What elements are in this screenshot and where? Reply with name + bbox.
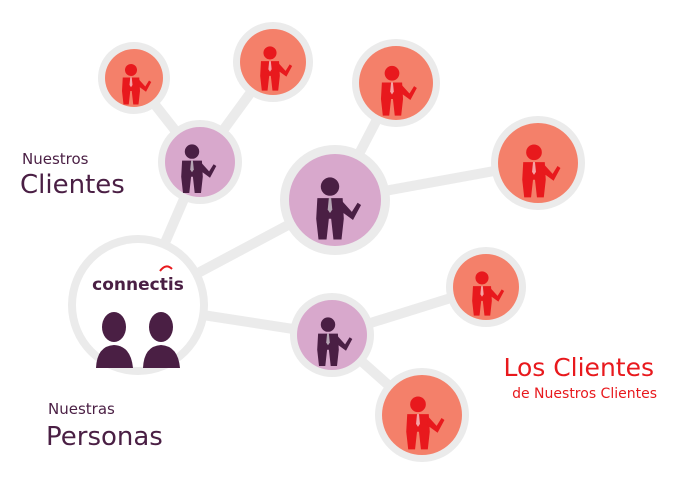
end-client-node-5 — [446, 247, 526, 327]
label-nuestras: Nuestras — [48, 400, 115, 418]
end-client-node-6 — [375, 368, 469, 462]
connectis-logo: connectis — [92, 275, 184, 295]
label-los-clientes: Los Clientes — [503, 353, 654, 382]
client-node-2 — [280, 145, 390, 255]
end-client-node-3 — [352, 39, 440, 127]
label-clientes: Clientes — [20, 170, 125, 200]
end-client-node-1 — [98, 42, 170, 114]
client-node-1 — [158, 120, 242, 204]
client-node-3 — [290, 293, 374, 377]
end-client-node-2 — [233, 22, 313, 102]
label-nuestros: Nuestros — [22, 150, 89, 168]
label-de-nuestros-clientes: de Nuestros Clientes — [512, 386, 657, 402]
people-icon — [96, 312, 180, 368]
label-personas: Personas — [46, 422, 163, 452]
hub-node-nuestras-personas: connectis — [68, 235, 208, 375]
logo-swoosh-icon — [159, 265, 173, 272]
end-client-node-4 — [491, 116, 585, 210]
